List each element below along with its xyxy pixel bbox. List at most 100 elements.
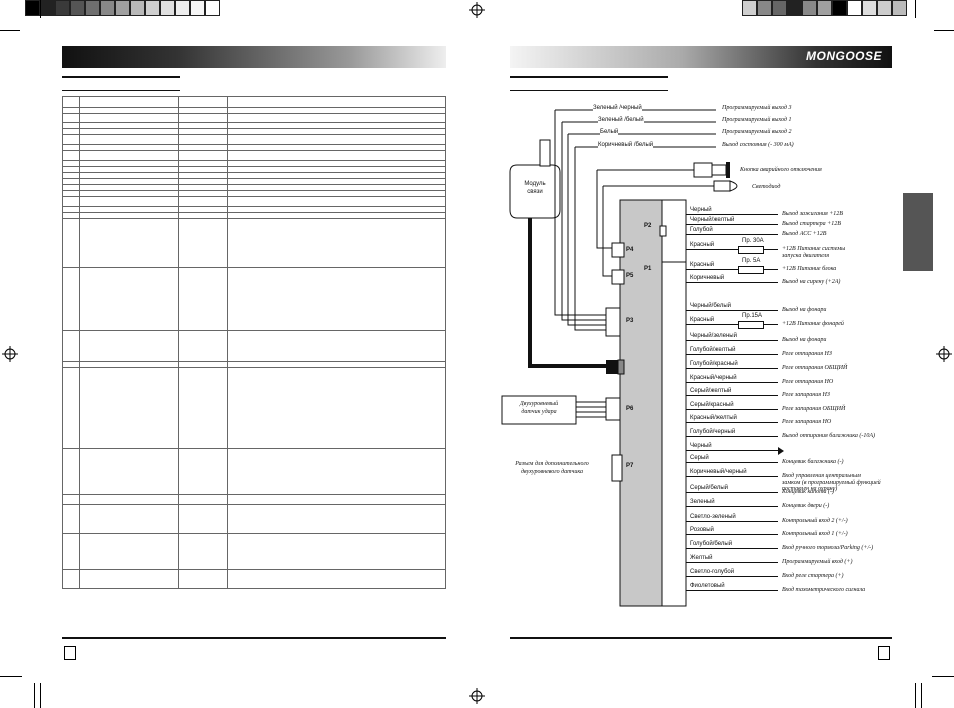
top-wire-function-label: Выход состояния (- 300 мА) <box>722 142 794 148</box>
fuse-rating-label: Пр. 30А <box>742 238 764 244</box>
wire-function-label: Вход тахометрического сигнала <box>782 587 866 593</box>
section-title-rule <box>62 90 180 91</box>
wire-function-label: Выход отпирания багажника (-10А) <box>782 433 876 439</box>
wire-color-label: Зеленый <box>690 499 715 505</box>
wire-line <box>686 269 778 270</box>
fuse-rating-label: Пр.15А <box>742 313 762 319</box>
connector-p3-label: P3 <box>626 318 634 324</box>
wire-line <box>686 224 778 225</box>
section-title-rule <box>510 90 668 91</box>
wire-color-label: Серый/белый <box>690 485 729 491</box>
crop-mark <box>932 676 954 677</box>
wire-function-label: Вход управления центральным <box>782 473 861 479</box>
wire-line <box>686 548 778 549</box>
wire-color-label: Черный/белый <box>690 303 731 309</box>
wire-line <box>686 340 778 341</box>
wire-color-label: Красный <box>690 262 715 268</box>
fuse <box>738 321 764 329</box>
emergency-button-label: Кнопка аварийного отключения <box>740 167 822 173</box>
table-row <box>62 367 447 449</box>
wire-line <box>686 506 778 507</box>
wire-line <box>686 492 778 493</box>
crop-mark <box>40 683 41 708</box>
table-cell <box>78 367 180 449</box>
wire-line <box>686 368 778 369</box>
table-cell <box>226 569 447 589</box>
wire-function-label: Выход АСС +12В <box>782 231 827 237</box>
wire-function-label: Реле запирания ОБЩИЙ <box>782 406 846 412</box>
wire-function-label: Вход ручного тормоза/Parking (+/-) <box>782 545 874 551</box>
table-cell <box>226 367 447 449</box>
wire-line <box>686 521 778 522</box>
crop-mark <box>34 683 35 708</box>
connector-p6-label: P6 <box>626 406 634 412</box>
page-number-box-left <box>64 646 76 660</box>
table-cell <box>178 367 228 449</box>
wire-function-label: Реле отпирания НЗ <box>782 351 832 357</box>
connector-p1-label: P1 <box>644 266 652 272</box>
brand-logo: MONGOOSE <box>806 49 883 63</box>
table-cell <box>78 504 180 534</box>
ground-arrow-icon <box>778 447 784 455</box>
connector-p7-label: P7 <box>626 463 634 469</box>
wire-function-label: Концевик капота (-) <box>782 489 835 495</box>
table-cell <box>226 218 447 268</box>
connector-p2-label: P2 <box>644 223 652 229</box>
wire-function-label: Концевик двери (-) <box>782 503 830 509</box>
wire-line <box>686 562 778 563</box>
table-cell <box>178 504 228 534</box>
wire-color-label: Светло-зеленый <box>690 514 736 520</box>
top-wire-color-label: Коричневый /белый <box>598 141 654 149</box>
wire-color-label: Фиолетовый <box>690 583 725 589</box>
top-wire-function-label: Программируемый выход 1 <box>722 117 792 123</box>
crop-mark <box>0 676 22 677</box>
wire-line <box>686 534 778 535</box>
wire-color-label: Красный/черный <box>690 375 737 381</box>
fuse <box>738 266 764 274</box>
wire-function-label: Контрольный вход 2 (+/-) <box>782 518 848 524</box>
wire-color-label: Голубой/черный <box>690 429 736 435</box>
wire-color-label: Коричневый <box>690 275 725 281</box>
wire-color-label: Голубой/желтый <box>690 347 736 353</box>
table-cell <box>78 533 180 570</box>
wire-function-label: Выход зажигания +12В <box>782 211 843 217</box>
wire-color-label: Черный <box>690 443 712 449</box>
fuse-rating-label: Пр. 5А <box>742 258 761 264</box>
table-cell <box>226 330 447 362</box>
top-wire-color-label: Белый <box>600 128 619 136</box>
top-wire-color-label: Зеленый /черный <box>593 104 642 112</box>
crop-mark <box>921 683 922 708</box>
wire-function-label: Реле отпирания НО <box>782 379 834 385</box>
fuse <box>738 246 764 254</box>
wire-color-label: Красный/желтый <box>690 415 737 421</box>
registration-mark-left <box>2 346 18 362</box>
top-wire-function-label: Программируемый выход 2 <box>722 129 792 135</box>
wire-color-label: Голубой/белый <box>690 541 733 547</box>
crop-mark <box>915 0 916 18</box>
header-bar-right <box>510 46 892 68</box>
wire-function-label: Выход на фонари <box>782 307 827 313</box>
wire-function-label: +12В Питание фонарей <box>782 321 844 327</box>
wire-color-label: Красный <box>690 317 715 323</box>
wire-function-label: Программируемый вход (+) <box>782 559 853 565</box>
wire-line <box>686 422 778 423</box>
page-number-box-right <box>878 646 890 660</box>
crop-mark <box>0 30 20 31</box>
table-row <box>62 569 447 589</box>
registration-mark-right <box>936 346 952 362</box>
wire-line <box>686 409 778 410</box>
wire-line <box>686 310 778 311</box>
wire-function-label: Выход стартера +12В <box>782 221 841 227</box>
wire-line <box>686 436 778 437</box>
wire-function-label: Выход на фонари <box>782 337 827 343</box>
top-wire-color-label: Зеленый /белый <box>598 116 644 124</box>
wire-function-label: Реле отпирания ОБЩИЙ <box>782 365 848 371</box>
wire-line <box>686 462 778 463</box>
wire-function-label: Выход на сирену (+2А) <box>782 279 841 285</box>
wire-color-label: Черный <box>690 207 712 213</box>
wire-line <box>686 476 778 477</box>
table-cell <box>178 569 228 589</box>
wire-line <box>686 324 778 325</box>
